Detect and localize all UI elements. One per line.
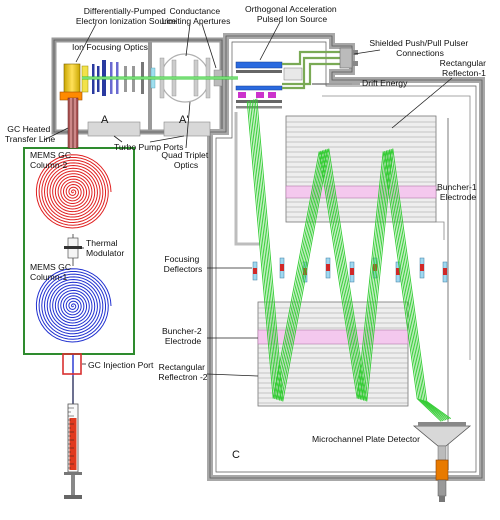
electron-ionization-source — [63, 63, 81, 95]
leader-lines — [43, 21, 453, 377]
pulser-grid-3 — [268, 92, 276, 98]
mcp-detector-label: Microchannel Plate Detector — [312, 434, 420, 444]
ion-focusing-label: Ion Focusing Optics — [72, 42, 148, 52]
mems-gc-column-2 — [35, 154, 112, 229]
ionization-source-label: Differentially-Pumped Electron Ionizatio… — [76, 6, 177, 26]
ion-trajectory-path — [246, 101, 442, 422]
gc-column-1-label: MEMS GC Column-1 — [30, 262, 73, 282]
deflector-element-core — [280, 264, 284, 271]
ion-trajectory-path — [253, 99, 448, 420]
pulser-feedthrough — [339, 47, 353, 69]
turbo-pump-ports-label: Turbo Pump Ports — [114, 142, 183, 152]
gc-injection-port — [62, 353, 82, 375]
gc-injection-port-label: GC Injection Port — [88, 360, 154, 370]
gc-transfer-line-label: GC Heated Transfer Line — [5, 124, 56, 144]
buncher-2-label: Buncher-2 Electrode — [162, 326, 204, 346]
region-a-prime-label: A' — [179, 114, 188, 126]
reflectron-1-label: Rectangular Reflecton-1 — [440, 58, 489, 78]
region-a-label: A — [101, 114, 109, 126]
pulser-grid-2 — [256, 92, 264, 98]
quad-triplet-label: Quad Triplet Optics — [161, 150, 210, 170]
deflector-element-core — [443, 268, 447, 275]
gc-column-2-label: MEMS GC Column-2 — [30, 150, 73, 170]
conductance-apertures-label: Conductance Limiting Apertures — [162, 6, 231, 26]
ion-trajectory-path — [254, 98, 450, 420]
shielded-cable-1 — [282, 50, 340, 66]
push-plate — [235, 61, 283, 69]
deflector-element-core — [350, 268, 354, 275]
drift-energy-label: Drift Energy — [362, 78, 408, 88]
pulser-grid-1 — [238, 92, 246, 98]
shielded-cable-2 — [282, 56, 340, 90]
deflector-element-core — [396, 268, 400, 275]
ion-trajectory-path — [248, 100, 444, 422]
gc-column-spiral — [35, 154, 112, 229]
reflectron-2-label: Rectangular Reflectron -2 — [158, 362, 207, 382]
ion-trajectory-path — [256, 98, 452, 419]
orthogonal-pulser — [235, 47, 358, 109]
deflector-element-core — [326, 264, 330, 271]
buncher-1-label: Buncher-1 Electrode — [437, 182, 479, 202]
focusing-deflectors — [252, 257, 448, 283]
turbo-pump-port-a — [87, 121, 141, 137]
detector-feedthrough — [435, 459, 449, 481]
pull-plate — [235, 85, 283, 91]
ion-trajectory-path — [251, 99, 447, 421]
ion-source-assembly — [59, 53, 238, 137]
shielded-cable-3 — [282, 62, 340, 86]
syringe — [64, 376, 82, 499]
deflector-element-core — [373, 264, 377, 271]
ion-trajectory-bundle — [246, 98, 452, 422]
shielded-pulser-label: Shielded Push/Pull Pulser Connections — [369, 38, 470, 58]
buncher-1-electrode — [285, 185, 437, 199]
deflector-element-core — [253, 268, 257, 274]
flight-tube-liner — [234, 112, 260, 246]
deflector-element-core — [420, 264, 424, 271]
region-c-label: C — [232, 449, 240, 461]
mems-gc-column-1 — [35, 268, 112, 343]
buncher-2-electrode — [257, 329, 409, 345]
ion-trajectory-path — [249, 100, 445, 421]
microchannel-plate-detector — [412, 422, 472, 502]
gc-column-spiral — [35, 268, 112, 343]
thermal-modulator-label: Thermal Modulator — [86, 238, 124, 258]
orthogonal-source-label: Orthogonal Acceleration Pulsed Ion Sourc… — [245, 4, 339, 24]
focusing-deflectors-label: Focusing Deflectors — [164, 254, 203, 274]
